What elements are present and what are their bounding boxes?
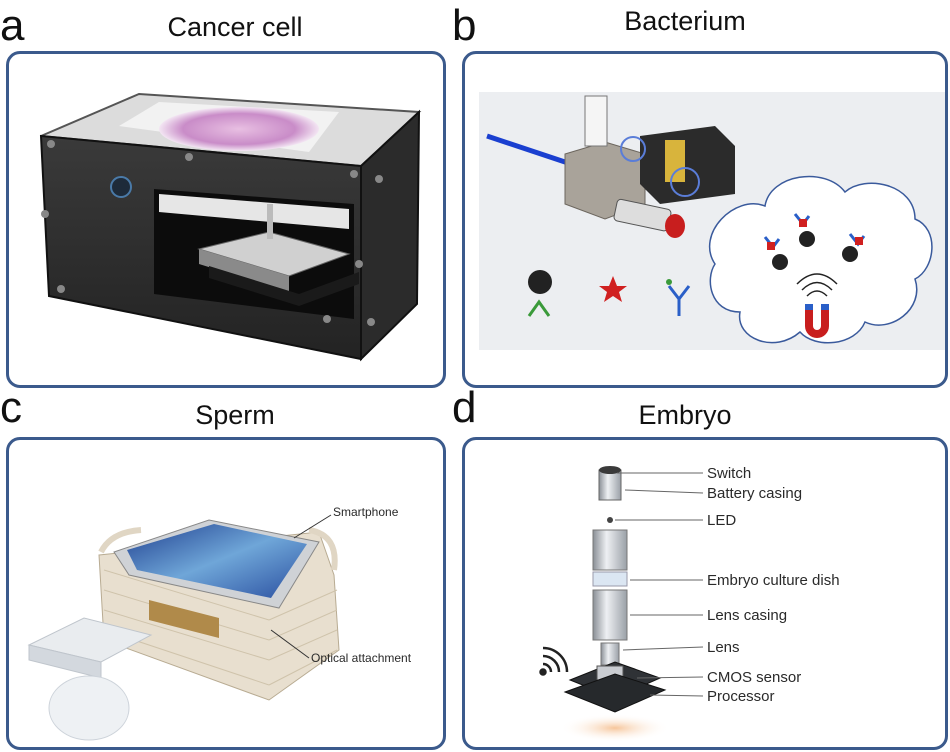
label-embryo-culture-dish: Embryo culture dish xyxy=(707,572,840,589)
switch-part xyxy=(599,466,621,474)
bacterium-icon xyxy=(599,276,627,302)
label-lens: Lens xyxy=(707,639,740,656)
signal-waves-icon xyxy=(796,273,838,297)
wifi-icon xyxy=(539,646,569,676)
antibody-icon xyxy=(666,279,691,316)
magnetic-bead-detection-illustration xyxy=(479,92,945,350)
label-led: LED xyxy=(707,512,736,529)
label-battery-casing: Battery casing xyxy=(707,485,802,502)
panel-title-bacterium: Bacterium xyxy=(624,6,746,36)
panel-letter-a: a xyxy=(0,1,25,50)
magnet-icon xyxy=(805,304,829,338)
label-lens-casing: Lens casing xyxy=(707,607,787,624)
label-processor: Processor xyxy=(707,688,775,705)
embryo-imaging-device-exploded-view: Switch Battery casing LED Embryo culture… xyxy=(539,465,840,742)
optical-lens xyxy=(48,675,130,741)
panel-letter-b: b xyxy=(452,1,477,50)
microscope-box-illustration xyxy=(39,92,422,362)
magnetic-bead-icon xyxy=(528,270,552,294)
lens-casing-part xyxy=(592,589,628,641)
panel-b-bacterium xyxy=(462,51,948,388)
sample-dish-image xyxy=(159,107,319,151)
panel-letter-c: c xyxy=(0,383,22,432)
panel-c-sperm: Smartphone Optical attachment xyxy=(6,437,446,750)
battery-casing-part xyxy=(598,469,622,501)
label-cmos-sensor: CMOS sensor xyxy=(707,669,801,686)
sample-cloud xyxy=(708,175,933,344)
lens-part xyxy=(600,642,620,666)
label-smartphone: Smartphone xyxy=(333,505,399,519)
smartphone-optical-attachment-illustration: Smartphone Optical attachment xyxy=(27,505,412,741)
panel-title-cancer-cell: Cancer cell xyxy=(167,12,303,42)
led-part xyxy=(607,517,613,523)
label-switch: Switch xyxy=(707,465,751,482)
cuvette xyxy=(584,95,608,147)
panel-letter-d: d xyxy=(452,383,477,432)
panel-d-embryo: Switch Battery casing LED Embryo culture… xyxy=(462,437,948,750)
label-optical-attachment: Optical attachment xyxy=(311,651,412,665)
panel-title-sperm: Sperm xyxy=(195,400,275,430)
power-button-icon xyxy=(110,176,132,198)
laser-beam xyxy=(486,133,578,169)
panel-a-cancer-cell xyxy=(6,51,446,388)
processor-part xyxy=(563,673,667,713)
embryo-culture-dish-part xyxy=(592,571,628,587)
panel-title-embryo: Embryo xyxy=(638,400,732,430)
